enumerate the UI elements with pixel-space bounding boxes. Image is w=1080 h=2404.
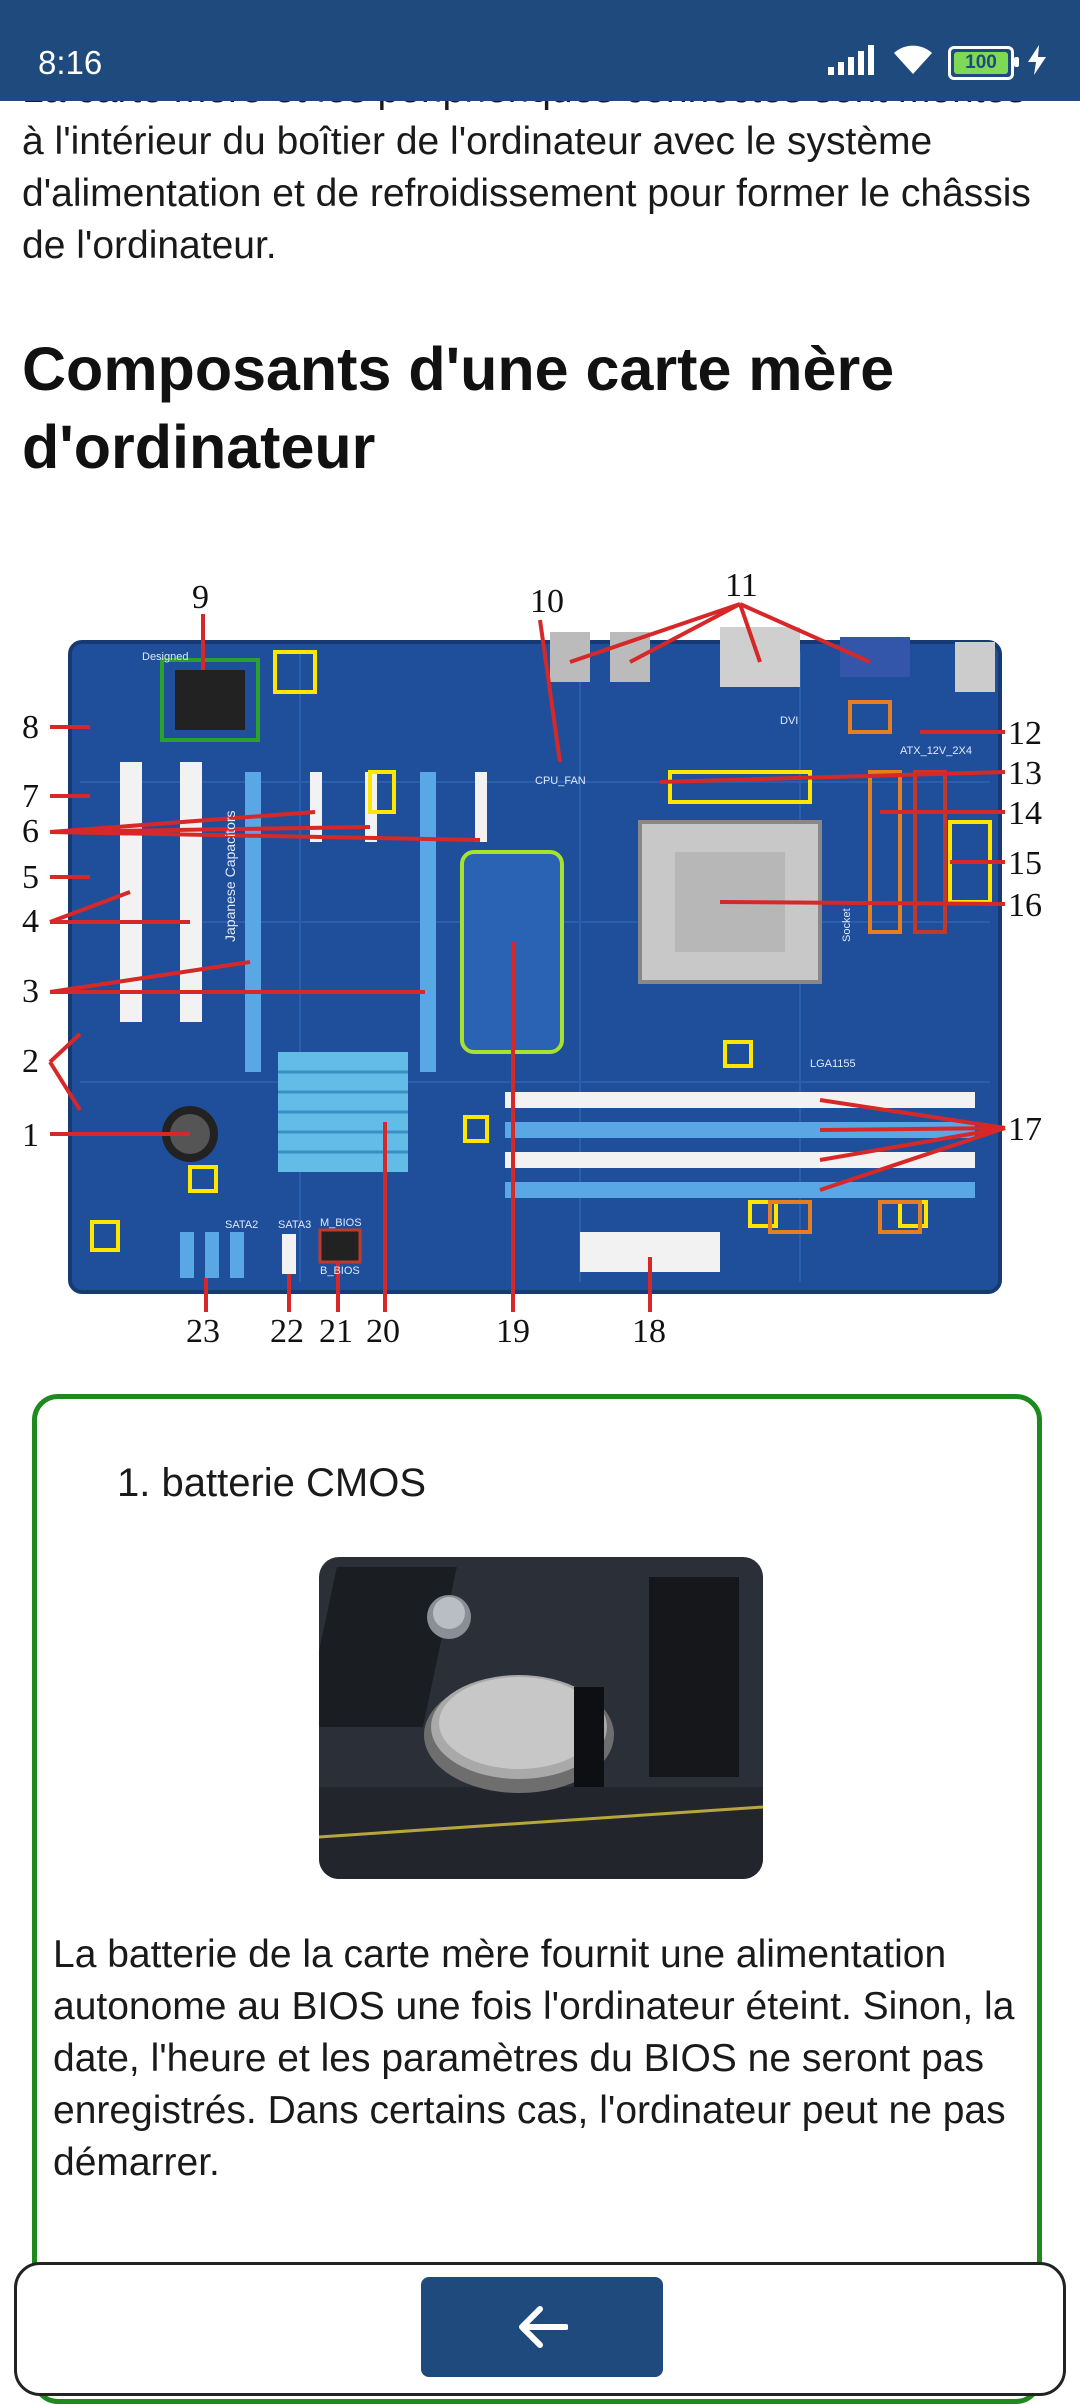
diagram-label-22: 22 bbox=[270, 1313, 304, 1350]
diagram-label-6: 6 bbox=[22, 813, 39, 850]
status-bar: 8:16 100 bbox=[0, 0, 1080, 101]
battery-icon: 100 bbox=[948, 45, 1019, 80]
diagram-label-3: 3 bbox=[22, 973, 39, 1010]
status-time: 8:16 bbox=[38, 44, 103, 81]
board-text-mbios: M_BIOS bbox=[320, 1217, 362, 1229]
cmos-battery-photo bbox=[319, 1557, 763, 1879]
diagram-label-12: 12 bbox=[1008, 715, 1042, 752]
component-heading: 1. batterie CMOS bbox=[117, 1461, 427, 1505]
wifi-icon bbox=[892, 44, 934, 81]
diagram-label-2: 2 bbox=[22, 1043, 39, 1080]
board-text-capacitors: Japanese Capacitors bbox=[222, 810, 238, 942]
charging-icon bbox=[1028, 45, 1046, 80]
pcie-slot bbox=[420, 772, 436, 1072]
battery-level: 100 bbox=[965, 51, 997, 73]
pcie-slot bbox=[245, 772, 261, 1072]
diagram-labels: 1 2 3 4 5 6 7 8 9 10 11 12 13 14 15 16 1… bbox=[22, 567, 1042, 1350]
diagram-label-16: 16 bbox=[1008, 887, 1042, 924]
diagram-label-13: 13 bbox=[1008, 755, 1042, 792]
diagram-label-5: 5 bbox=[22, 859, 39, 896]
board-text-atx12v: ATX_12V_2X4 bbox=[900, 745, 972, 757]
diagram-label-23: 23 bbox=[186, 1313, 220, 1350]
signal-icon bbox=[826, 45, 878, 80]
diagram-label-7: 7 bbox=[22, 778, 39, 815]
board-text-socket: Socket bbox=[841, 908, 853, 942]
diagram-label-10: 10 bbox=[530, 583, 564, 620]
chipset-9 bbox=[175, 670, 245, 730]
diagram-label-11: 11 bbox=[725, 567, 758, 604]
component-card: 1. batterie CMOS La batterie de la carte… bbox=[32, 1394, 1042, 2404]
bottom-navigation-bar bbox=[14, 2262, 1066, 2396]
diagram-label-1: 1 bbox=[22, 1117, 39, 1154]
board-text-dvi: DVI bbox=[780, 715, 798, 727]
arrow-left-icon bbox=[519, 2306, 568, 2348]
back-button[interactable] bbox=[421, 2277, 663, 2377]
board-text-lga: LGA1155 bbox=[810, 1058, 856, 1070]
diagram-label-4: 4 bbox=[22, 903, 39, 940]
diagram-label-15: 15 bbox=[1008, 845, 1042, 882]
diagram-label-19: 19 bbox=[496, 1313, 530, 1350]
status-icons: 100 bbox=[826, 44, 1046, 81]
diagram-label-18: 18 bbox=[632, 1313, 666, 1350]
diagram-label-17: 17 bbox=[1008, 1111, 1042, 1148]
diagram-label-14: 14 bbox=[1008, 795, 1042, 832]
pci-slot bbox=[180, 762, 202, 1022]
board-text-sata3: SATA3 bbox=[278, 1219, 311, 1231]
ram-slot bbox=[505, 1092, 975, 1108]
component-description: La batterie de la carte mère fournit une… bbox=[53, 1933, 1015, 2184]
motherboard-diagram: 1 2 3 4 5 6 7 8 9 10 11 12 13 14 15 16 1… bbox=[22, 567, 1042, 1350]
section-title: Composants d'une carte mère d'ordinateur bbox=[22, 335, 895, 481]
board-text-cpu-fan: CPU_FAN bbox=[535, 775, 586, 787]
board-text-sata2: SATA2 bbox=[225, 1219, 258, 1231]
diagram-label-8: 8 bbox=[22, 709, 39, 746]
diagram-label-9: 9 bbox=[192, 579, 209, 616]
diagram-label-20: 20 bbox=[366, 1313, 400, 1350]
board-text-bbios: B_BIOS bbox=[320, 1265, 360, 1277]
board-text-designed: Designed bbox=[142, 651, 188, 663]
diagram-label-21: 21 bbox=[319, 1313, 353, 1350]
